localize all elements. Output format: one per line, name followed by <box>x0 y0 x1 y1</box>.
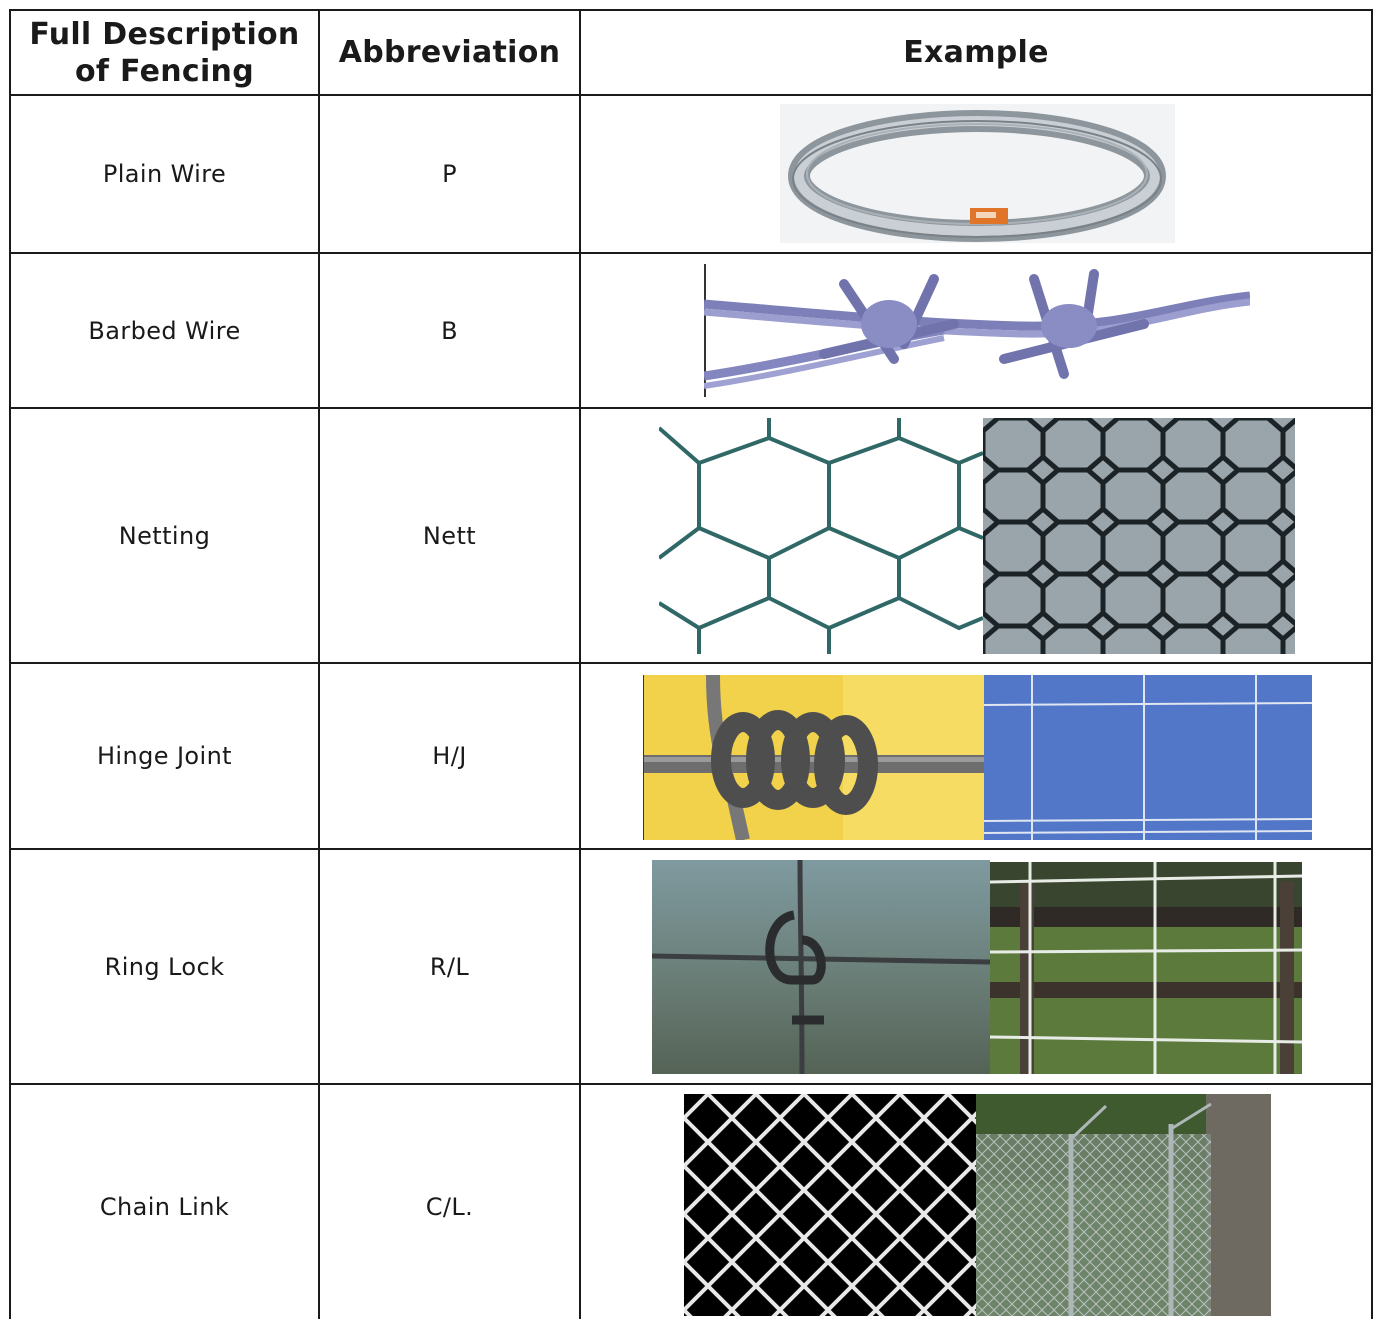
table-border-right <box>1371 9 1373 1319</box>
hexagonal-netting-white-bg-photo <box>659 418 983 654</box>
ring-lock-knot-photo <box>652 860 990 1074</box>
row-abbreviation: R/L <box>429 952 470 981</box>
header-example: Example <box>903 35 1049 70</box>
row-abbreviation: Nett <box>422 521 477 550</box>
row-divider <box>9 848 1373 850</box>
hinge-joint-knot-photo <box>643 675 984 840</box>
column-divider <box>318 9 320 1319</box>
row-description: Netting <box>118 521 211 550</box>
chain-link-fence-outdoor-photo <box>976 1094 1271 1316</box>
header-description: Full Description of Fencing <box>29 16 300 89</box>
hinge-joint-grid-sky-photo <box>984 675 1312 840</box>
row-divider <box>9 252 1373 254</box>
column-divider <box>579 9 581 1319</box>
row-description: Chain Link <box>99 1193 230 1221</box>
row-divider <box>9 94 1373 96</box>
row-abbreviation: B <box>441 316 458 345</box>
row-divider <box>9 407 1373 409</box>
hexagonal-netting-grey-bg-photo <box>983 418 1295 654</box>
plain-wire-coil-photo <box>780 104 1175 243</box>
row-description: Ring Lock <box>104 952 225 981</box>
table-border-top <box>9 9 1373 11</box>
row-description: Barbed Wire <box>88 316 241 345</box>
row-description: Plain Wire <box>102 160 227 188</box>
ring-lock-fence-field-photo <box>990 862 1302 1074</box>
table-border-left <box>9 9 11 1319</box>
row-divider <box>9 662 1373 664</box>
chain-link-black-bg-photo <box>684 1094 976 1316</box>
row-abbreviation: H/J <box>432 742 467 770</box>
header-abbreviation: Abbreviation <box>338 35 561 70</box>
row-description: Hinge Joint <box>96 742 232 770</box>
row-divider <box>9 1083 1373 1085</box>
barbed-wire-photo <box>704 264 1250 397</box>
row-abbreviation: C/L. <box>425 1193 474 1221</box>
row-abbreviation: P <box>442 160 457 188</box>
